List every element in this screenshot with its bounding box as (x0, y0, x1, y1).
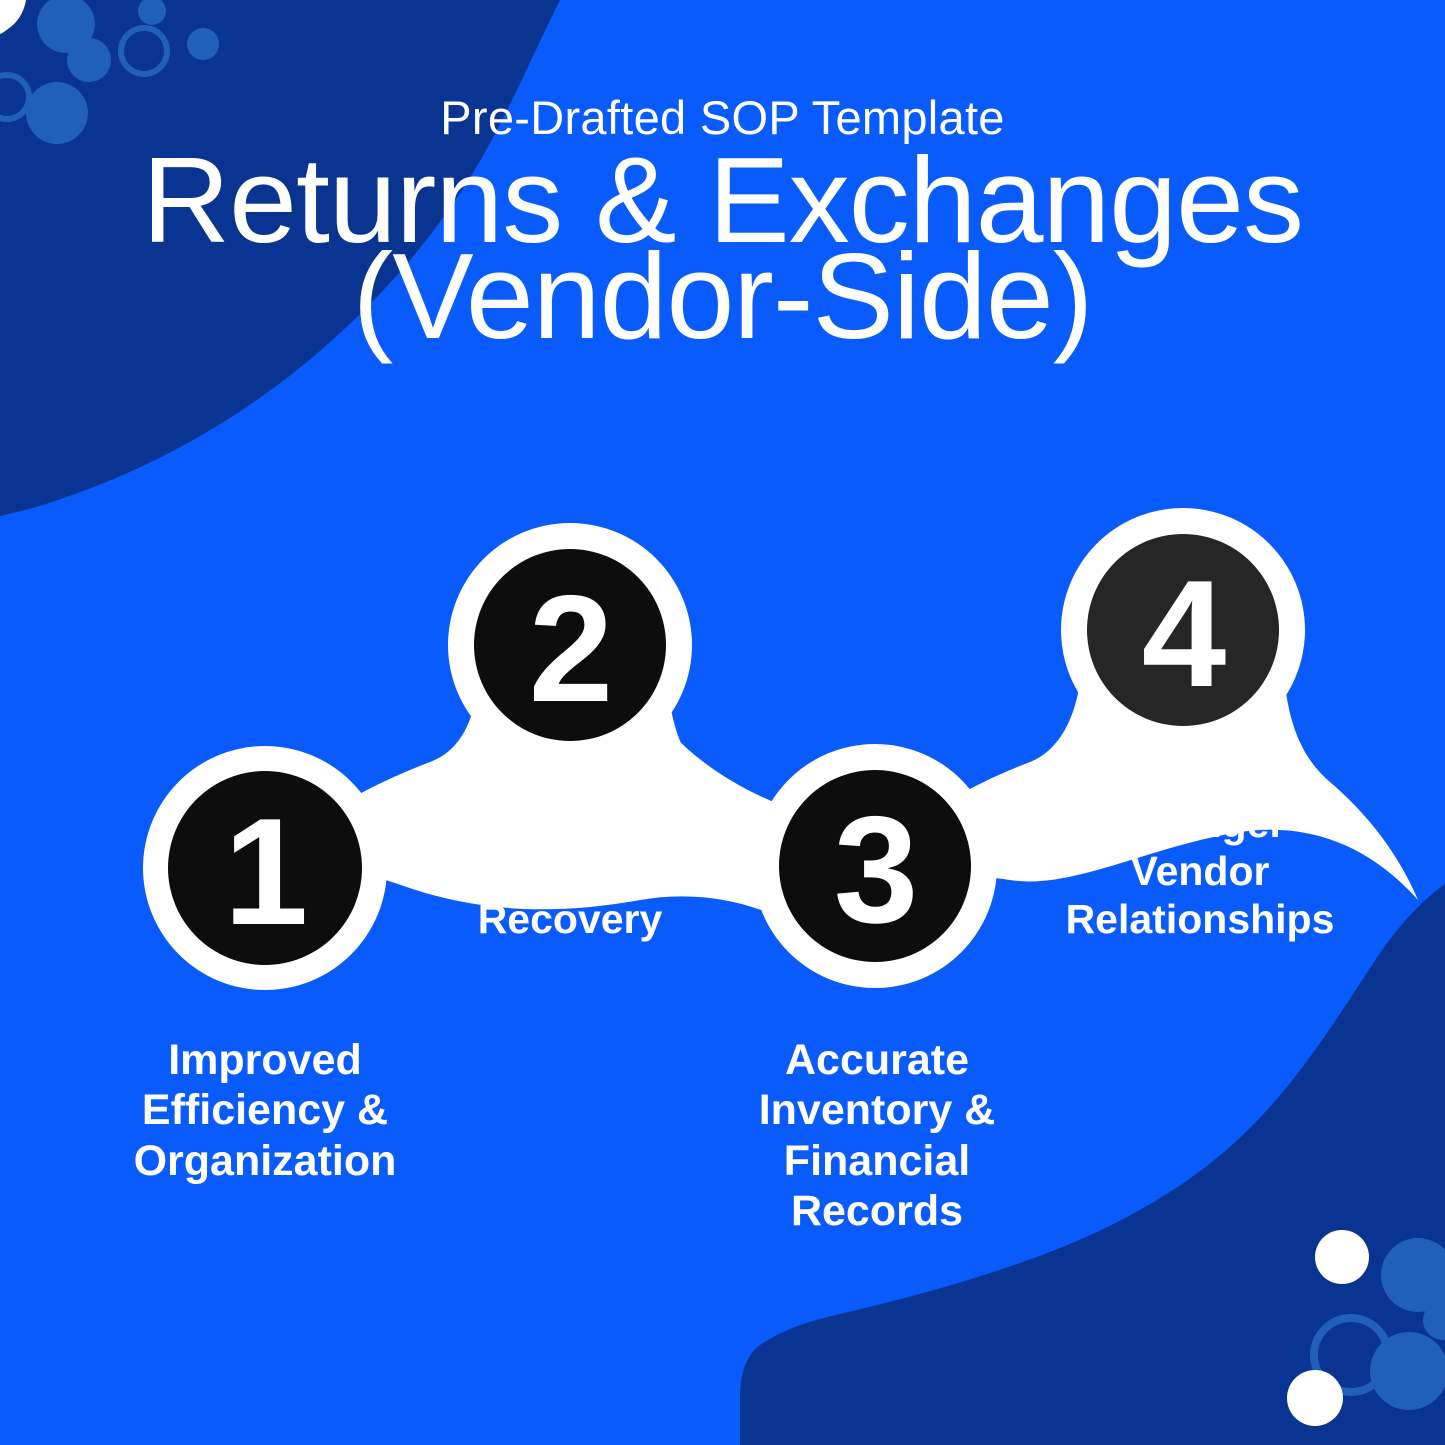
node-disc-1[interactable] (168, 771, 362, 965)
ribbon-link-3-4 (808, 628, 1418, 967)
node-number-2: 2 (528, 564, 614, 734)
page-title: Returns & Exchanges (Vendor-Side) (0, 139, 1445, 357)
ribbon-link-1-2 (197, 640, 862, 976)
node-number-1: 1 (223, 787, 309, 957)
node-disc-2[interactable] (474, 549, 666, 741)
header-block: Pre-Drafted SOP Template Returns & Excha… (0, 92, 1445, 357)
node-number-4: 4 (1141, 549, 1227, 719)
node-disc-4[interactable] (1087, 534, 1279, 726)
node-number-3: 3 (833, 785, 919, 955)
